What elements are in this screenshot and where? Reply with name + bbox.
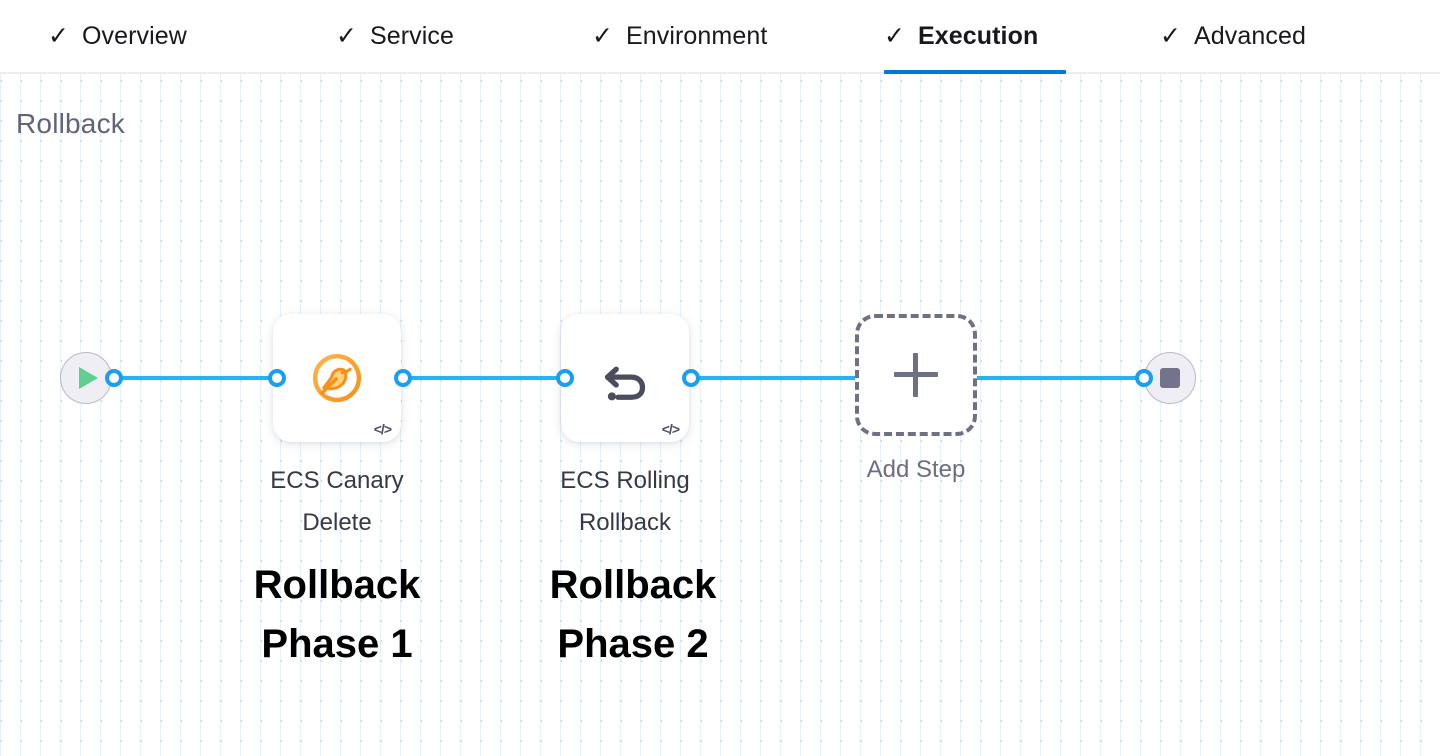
port-end-in[interactable] [1135, 369, 1153, 387]
port-step1-in[interactable] [268, 369, 286, 387]
step-label-line2: Rollback [578, 509, 672, 536]
edge-step2-to-addstep [688, 376, 973, 380]
edge-addstep-to-end [972, 376, 1148, 380]
edge-start-to-step1 [112, 376, 284, 380]
tab-execution[interactable]: ✓ Execution [884, 0, 1066, 74]
step-label-line1: ECS Rolling [560, 467, 690, 494]
play-icon [79, 367, 98, 389]
annotation-line1: Rollback [253, 563, 421, 607]
tab-overview[interactable]: ✓ Overview [48, 0, 224, 72]
step-label-line2: Delete [302, 509, 372, 536]
tab-label: Service [369, 21, 455, 50]
tab-label: Execution [917, 21, 1039, 50]
code-icon: </> [373, 421, 392, 437]
edge-step1-to-step2 [400, 376, 572, 380]
stop-icon [1160, 368, 1180, 388]
plus-icon [894, 353, 938, 397]
step-node-ecs-canary-delete[interactable]: </> [273, 314, 401, 442]
start-node[interactable] [60, 352, 112, 404]
check-icon: ✓ [336, 21, 357, 50]
annotation-line1: Rollback [549, 563, 717, 607]
check-icon: ✓ [884, 21, 905, 50]
pipeline-graph: </> ECS Canary Delete </> ECS Rolling Ro… [0, 74, 1440, 756]
step-label-ecs-canary-delete: ECS Canary Delete [227, 460, 447, 544]
code-icon: </> [661, 421, 680, 437]
tab-service[interactable]: ✓ Service [336, 0, 491, 72]
check-icon: ✓ [48, 21, 69, 50]
wizard-tab-bar: ✓ Overview ✓ Service ✓ Environment ✓ Exe… [0, 0, 1440, 74]
tab-advanced[interactable]: ✓ Advanced [1160, 0, 1346, 72]
check-icon: ✓ [592, 21, 613, 50]
port-step1-out[interactable] [394, 369, 412, 387]
add-step-label: Add Step [866, 456, 966, 483]
tab-label: Advanced [1193, 21, 1306, 50]
step-node-ecs-rolling-rollback[interactable]: </> [561, 314, 689, 442]
step-label-ecs-rolling-rollback: ECS Rolling Rollback [515, 460, 735, 544]
annotation-rollback-phase-1: Rollback Phase 1 [187, 556, 487, 674]
check-icon: ✓ [1160, 21, 1181, 50]
tab-environment[interactable]: ✓ Environment [592, 0, 800, 72]
tab-label: Environment [625, 21, 768, 50]
annotation-line2: Phase 1 [261, 622, 413, 666]
stage-title: Rollback [16, 108, 125, 139]
port-start-out[interactable] [105, 369, 123, 387]
annotation-line2: Phase 2 [557, 622, 709, 666]
step-label-line1: ECS Canary [270, 467, 404, 494]
tab-label: Overview [81, 21, 187, 50]
ecs-canary-icon [309, 350, 365, 406]
end-node[interactable] [1144, 352, 1196, 404]
rollback-arrow-icon [597, 350, 653, 406]
annotation-rollback-phase-2: Rollback Phase 2 [483, 556, 783, 674]
tab-active-underline [884, 70, 1066, 74]
add-step-button[interactable] [855, 314, 977, 436]
port-step2-out[interactable] [682, 369, 700, 387]
port-step2-in[interactable] [556, 369, 574, 387]
pipeline-canvas[interactable]: Rollback [0, 74, 1440, 756]
